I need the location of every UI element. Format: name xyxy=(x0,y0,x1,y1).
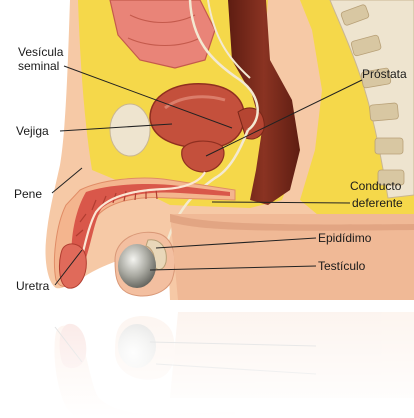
illustration xyxy=(45,0,414,300)
reflection-fade xyxy=(0,306,414,418)
label-epididimo: Epidídimo xyxy=(318,231,372,245)
label-conducto-line1: Conducto xyxy=(350,179,402,193)
label-prostata: Próstata xyxy=(362,67,407,81)
bladder xyxy=(150,84,244,148)
testis xyxy=(118,244,156,288)
label-vesicula-line2: seminal xyxy=(18,59,59,73)
glans xyxy=(60,244,87,288)
pubic-bone xyxy=(110,104,150,156)
label-uretra: Uretra xyxy=(16,279,50,293)
label-vesicula-line1: Vesícula xyxy=(18,45,64,59)
label-vejiga: Vejiga xyxy=(16,124,49,138)
label-pene: Pene xyxy=(14,187,42,201)
label-testiculo: Testículo xyxy=(318,259,366,273)
label-conducto-line2: deferente xyxy=(352,196,403,210)
